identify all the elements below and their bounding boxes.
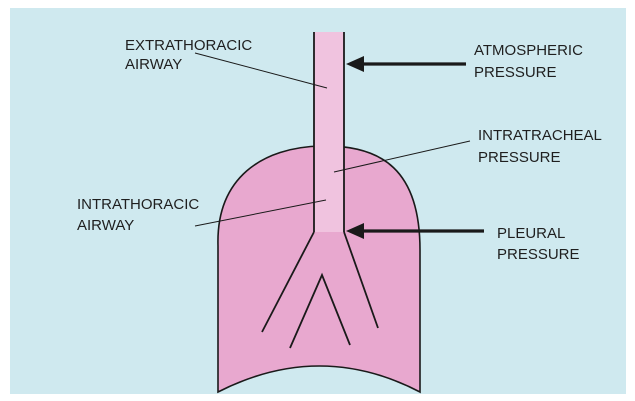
label-extrathoracic-line2: AIRWAY bbox=[125, 56, 182, 73]
label-intrathoracic-line1: INTRATHORACIC bbox=[77, 196, 199, 213]
label-atmospheric-line1: ATMOSPHERIC bbox=[474, 42, 583, 59]
label-intrathoracic-line2: AIRWAY bbox=[77, 217, 134, 234]
label-pleural-line2: PRESSURE bbox=[497, 246, 580, 263]
trachea-tube bbox=[314, 32, 344, 232]
label-pleural-line1: PLEURAL bbox=[497, 225, 565, 242]
label-intratracheal-line1: INTRATRACHEAL bbox=[478, 127, 602, 144]
label-intratracheal-line2: PRESSURE bbox=[478, 149, 561, 166]
label-extrathoracic-line1: EXTRATHORACIC bbox=[125, 37, 252, 54]
label-atmospheric-line2: PRESSURE bbox=[474, 64, 557, 81]
